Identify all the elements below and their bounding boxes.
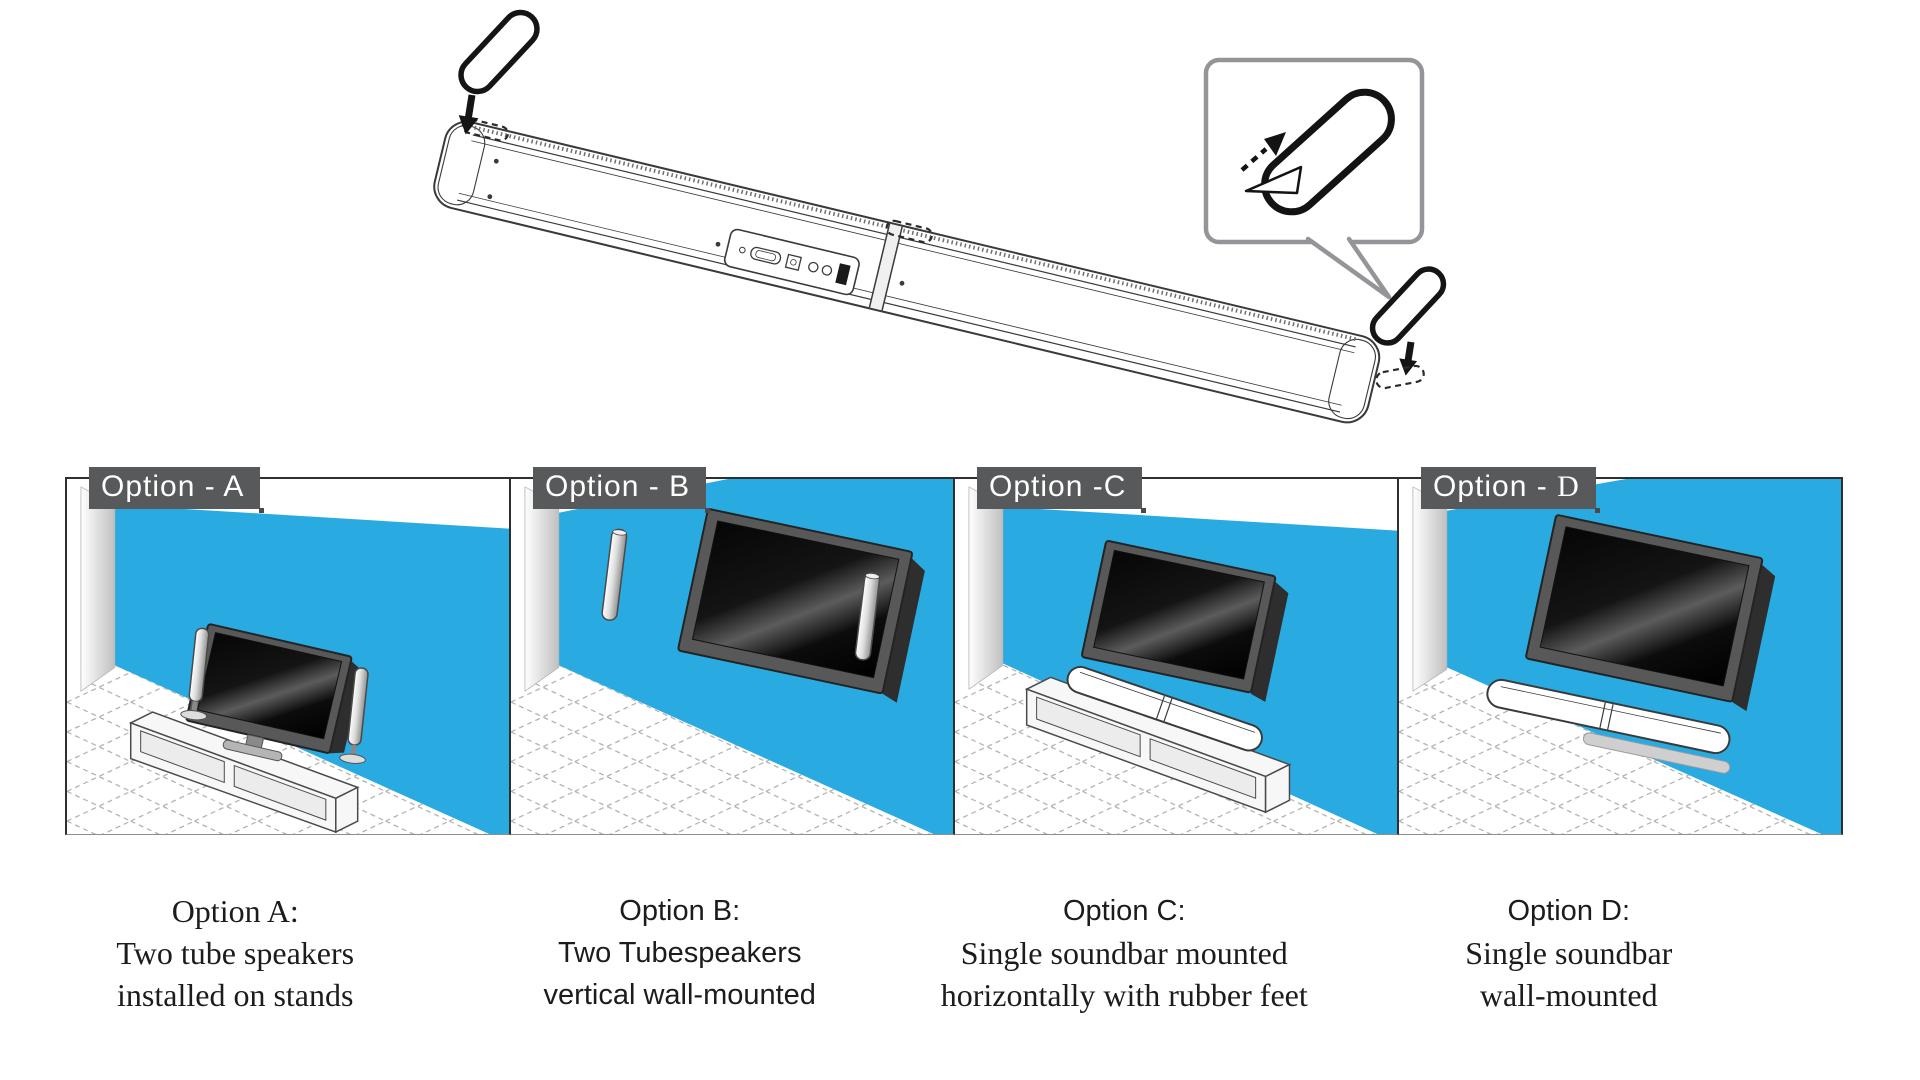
foot-detail-callout — [1203, 57, 1425, 300]
tv-bench — [128, 711, 360, 834]
arrow-down-left — [458, 94, 479, 135]
option-b-label-letter: B — [669, 470, 691, 503]
option-c-label-prefix: Option - — [989, 470, 1104, 503]
option-a-label: Option - A — [89, 467, 265, 513]
option-d-label-prefix: Option - — [1433, 470, 1558, 503]
caption-b-line2: Two Tubespeakers — [558, 937, 802, 969]
tube-speaker-left — [601, 528, 628, 621]
top-hatch-line — [474, 125, 1358, 342]
option-c-label-letter: C — [1103, 470, 1127, 503]
panel-option-a: Option - A — [65, 467, 511, 835]
scene-option-d — [1399, 479, 1841, 834]
tube-speaker-right — [854, 572, 881, 661]
caption-d-line3: wall-mounted — [1479, 977, 1658, 1013]
tv — [1081, 540, 1289, 702]
option-b-label: Option - B — [533, 467, 711, 513]
rubber-foot-right — [1369, 266, 1447, 346]
caption-a-line2: Two tube speakers — [116, 935, 355, 971]
tv-screen — [197, 631, 343, 740]
peel-direction-arrow — [1240, 147, 1268, 172]
corner-wall-strip — [80, 486, 116, 692]
foot-slot-middle — [885, 219, 933, 244]
caption-option-b: Option B: Two Tubespeakers vertical wall… — [458, 890, 903, 1016]
tube-junction-band — [869, 223, 903, 311]
caption-d-line2: Single soundbar — [1465, 935, 1673, 971]
tv-bench — [1024, 676, 1292, 814]
screw-dot — [487, 194, 493, 200]
soundbar-seam — [1156, 695, 1165, 719]
soundbar-assembly-diagram — [433, 9, 1447, 424]
captions-row: Option A: Two tube speakers installed on… — [13, 890, 1791, 1016]
tube-speaker-right — [339, 667, 369, 764]
tv-screen — [1539, 526, 1750, 687]
caption-c-line2: Single soundbar mounted — [960, 935, 1288, 971]
round-jack-2 — [821, 265, 833, 276]
caption-d-line1: Option D: — [1507, 895, 1631, 927]
aux-jack — [739, 246, 746, 254]
tv-base — [222, 739, 283, 762]
usb-port — [835, 263, 851, 286]
scene-option-c — [955, 486, 1397, 834]
option-a-label-letter: A — [223, 470, 245, 503]
arrow-down-right — [1399, 341, 1418, 376]
tube-speaker-left — [180, 627, 210, 721]
tv-screen — [691, 520, 900, 679]
soundbar-horizontal — [1486, 678, 1731, 774]
hdmi-port — [750, 246, 782, 265]
caption-b-line3: vertical wall-mounted — [543, 979, 816, 1011]
caption-a-line1: Option A: — [171, 893, 299, 929]
option-d-label-letter: D — [1557, 470, 1580, 503]
option-a-label-prefix: Option - — [101, 470, 224, 503]
adhesive-peel-flap — [1244, 165, 1303, 195]
corner-wall-strip — [968, 486, 1004, 690]
soundbar-seam — [1599, 702, 1606, 728]
tv — [677, 508, 925, 703]
corner-wall-strip — [1412, 486, 1448, 692]
soundbar-body — [433, 117, 1381, 424]
corner-wall-strip — [524, 486, 560, 692]
screw-dot — [493, 158, 499, 164]
screw-dot — [899, 280, 905, 286]
option-d-label: Option - D — [1421, 467, 1600, 513]
panel-option-c: Option -C — [955, 467, 1399, 835]
caption-c-line1: Option C: — [1063, 895, 1186, 927]
option-c-label: Option -C — [977, 467, 1147, 513]
right-end-cap — [1328, 338, 1376, 420]
caption-option-c: Option C: Single soundbar mounted horizo… — [902, 890, 1347, 1016]
soundbar-shadow — [1582, 732, 1731, 774]
foot-slot-right — [1375, 364, 1425, 390]
scene-option-a — [67, 486, 509, 834]
installation-options-row: Option - A — [65, 467, 1843, 835]
rubber-foot-left — [458, 9, 540, 95]
caption-option-a: Option A: Two tube speakers installed on… — [13, 890, 458, 1016]
caption-c-line3: horizontally with rubber feet — [940, 977, 1308, 1013]
option-b-label-prefix: Option - — [545, 470, 670, 503]
tv — [1525, 514, 1776, 712]
connector-panel — [723, 228, 860, 296]
caption-b-line1: Option B: — [619, 895, 741, 927]
panel-option-b: Option - B — [511, 467, 955, 835]
tv-screen — [1093, 549, 1265, 680]
soundbar-horizontal — [1066, 665, 1263, 752]
screw-dot — [715, 241, 721, 247]
caption-option-d: Option D: Single soundbar wall-mounted — [1347, 890, 1792, 1016]
caption-a-line3: installed on stands — [117, 977, 354, 1013]
round-jack-1 — [808, 261, 819, 273]
optical-port — [784, 253, 802, 271]
scene-option-b — [511, 479, 953, 834]
panel-option-d: Option - D — [1399, 467, 1843, 835]
